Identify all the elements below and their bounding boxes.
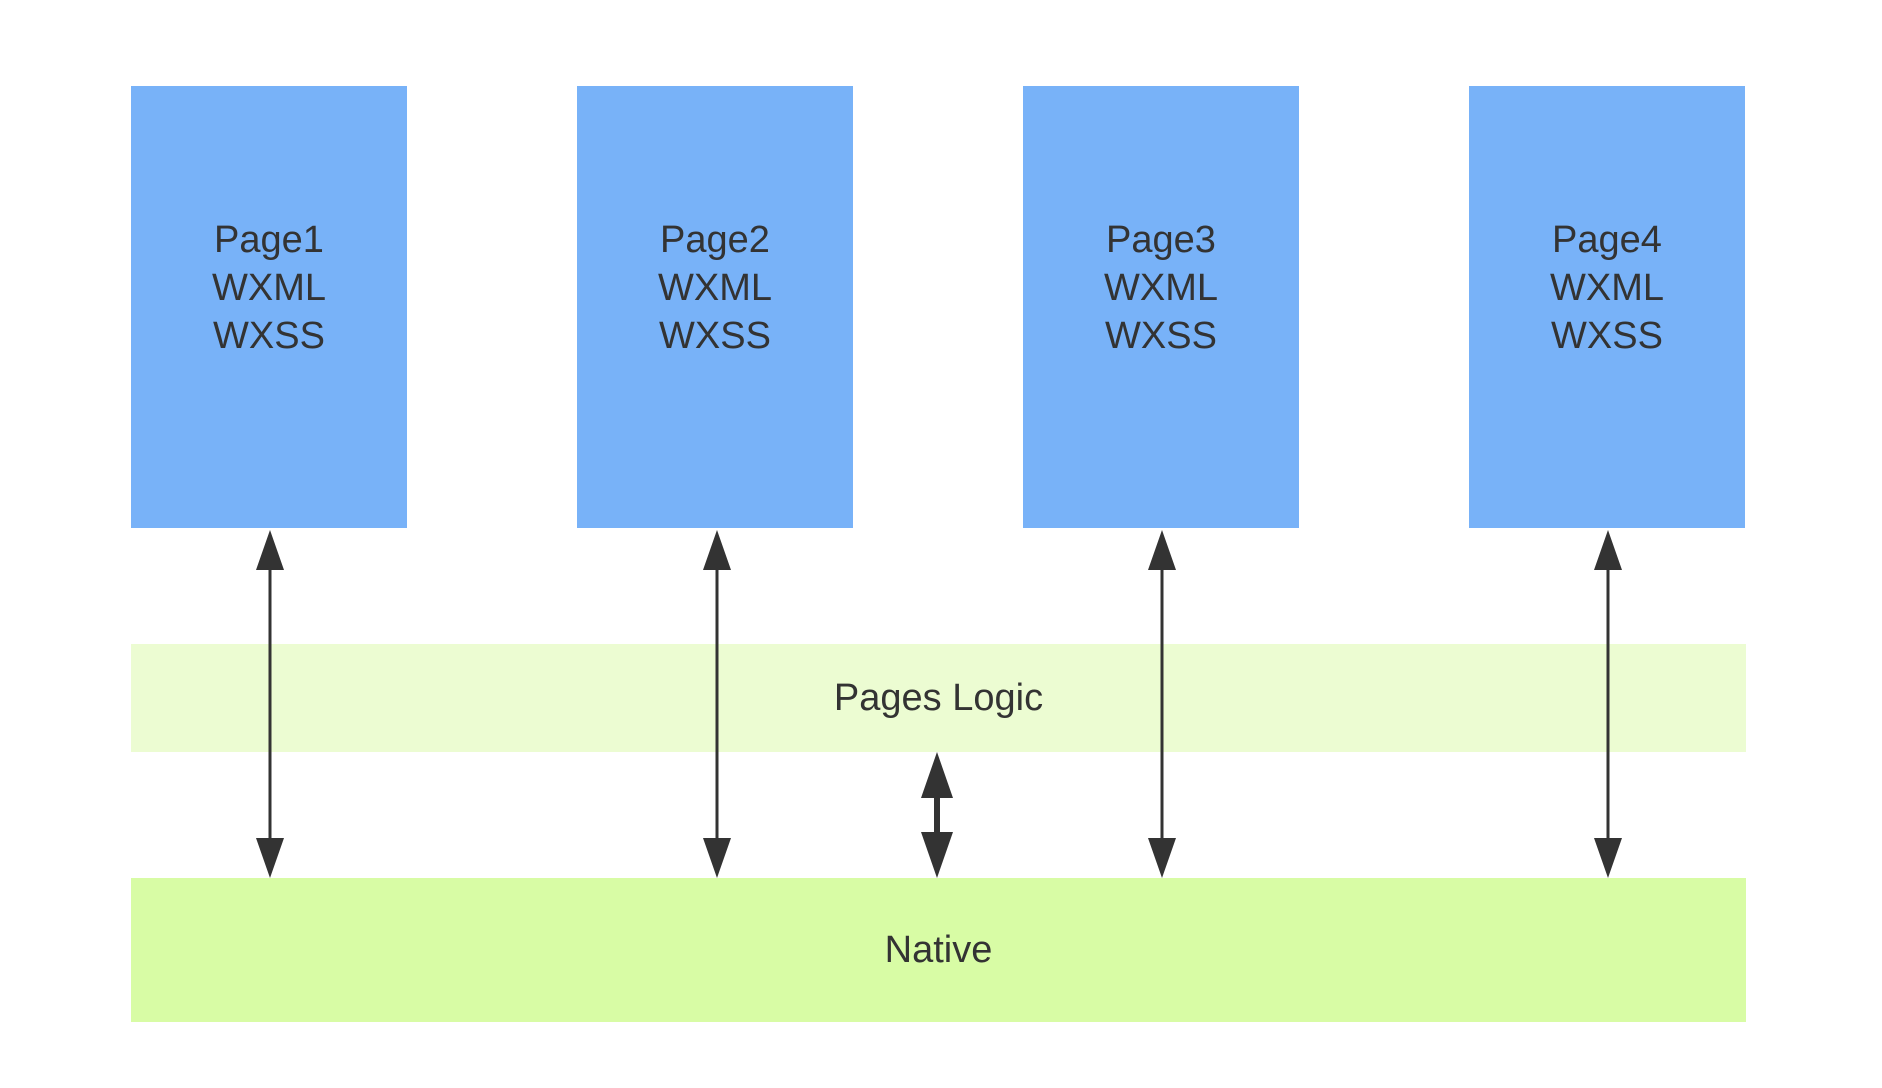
page-title: Page4: [1552, 219, 1662, 261]
page-style-label: WXSS: [659, 315, 771, 357]
page-box-2: Page2 WXML WXSS: [577, 86, 853, 528]
page-style-label: WXSS: [1105, 315, 1217, 357]
page-box-4: Page4 WXML WXSS: [1469, 86, 1745, 528]
native-layer: Native: [131, 878, 1746, 1022]
page-style-label: WXSS: [213, 315, 325, 357]
page-box-1: Page1 WXML WXSS: [131, 86, 407, 528]
page-title: Page3: [1106, 219, 1216, 261]
pages-logic-layer: Pages Logic: [131, 644, 1746, 752]
bidirectional-arrow-page1: [256, 530, 284, 878]
page-title: Page2: [660, 219, 770, 261]
bidirectional-arrow-logic-native: [921, 752, 953, 878]
page-markup-label: WXML: [1550, 267, 1664, 309]
page-markup-label: WXML: [1104, 267, 1218, 309]
bidirectional-arrow-page2: [703, 530, 731, 878]
page-markup-label: WXML: [658, 267, 772, 309]
page-title: Page1: [214, 219, 324, 261]
bidirectional-arrow-page3: [1148, 530, 1176, 878]
page-box-3: Page3 WXML WXSS: [1023, 86, 1299, 528]
page-markup-label: WXML: [212, 267, 326, 309]
pages-logic-label: Pages Logic: [833, 676, 1044, 719]
native-label: Native: [884, 928, 993, 971]
page-style-label: WXSS: [1551, 315, 1663, 357]
bidirectional-arrow-page4: [1594, 530, 1622, 878]
